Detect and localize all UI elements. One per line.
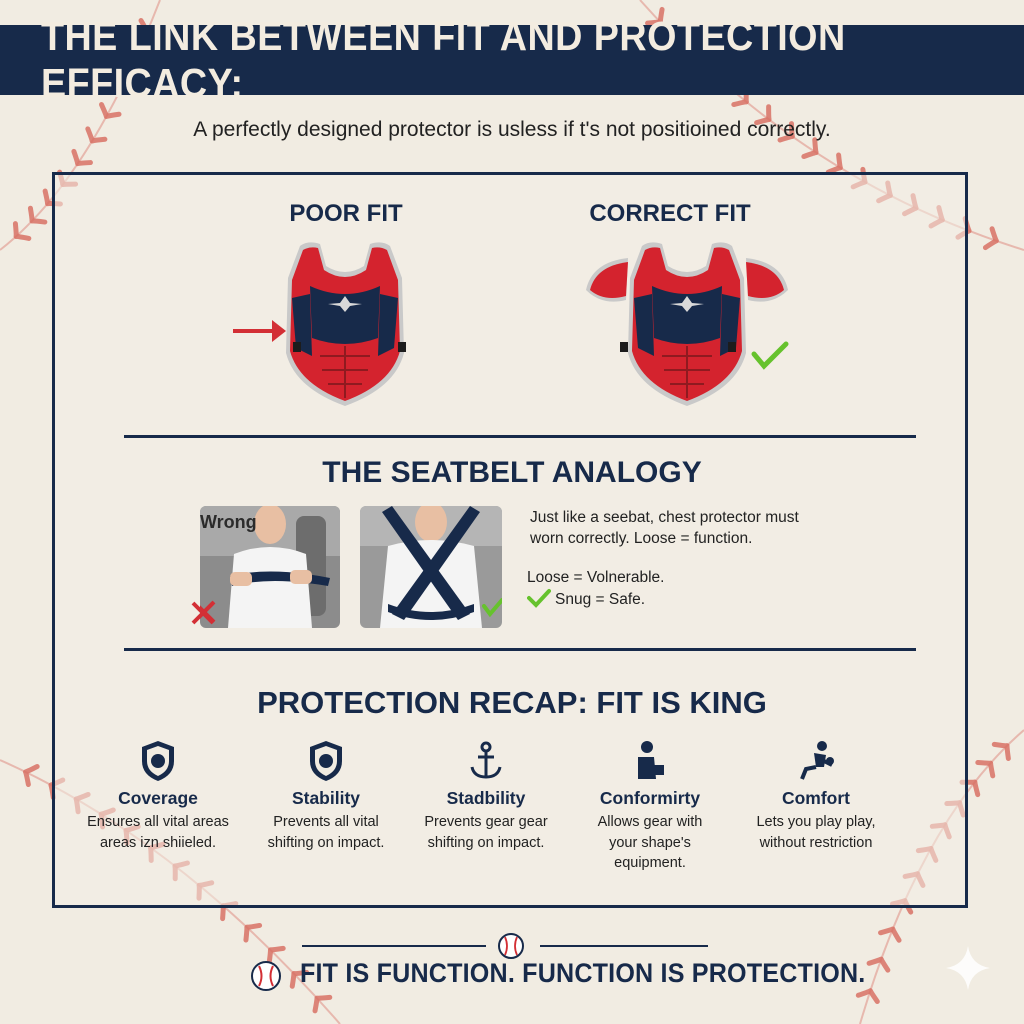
poor-fit-chest-protector [233,242,406,406]
seatbelt-description: Just like a seebat, chest protector must… [530,507,860,549]
divider-top [124,435,916,438]
red-arrow-icon [233,320,286,342]
recap-item-desc-line1: Ensures all vital areas [87,814,229,830]
footer-line-right [540,945,708,947]
recap-item-desc-line1: Prevents gear gear [424,814,548,830]
snug-text: Snug = Safe. [555,591,646,608]
baseball-icon [498,933,524,959]
recap-item-desc-line2: areas izn shiieled. [99,834,217,851]
recap-item-stability: Stability Prevents all vital shifting on… [246,738,406,853]
poor-fit-label: POOR FIT [289,200,403,227]
footer-tagline: FIT IS FUNCTION. FUNCTION IS PROTECTION. [300,958,866,988]
wrong-seatbelt-photo [200,506,340,628]
divider-bottom [124,648,916,651]
recap-item-title: Conformirty [599,788,701,808]
page-title: THE LINK BETWEEN FIT AND PROTECTION EFFI… [40,13,846,106]
recap-item-stadbility: Stadbility Prevents gear gear shifting o… [406,738,566,853]
recap-item-coverage: Coverage Ensures all vital areas areas i… [78,738,238,853]
recap-item-conformity: Conformirty Allows gear with your shape'… [570,738,730,874]
person-sitting-icon [638,741,664,779]
person-moving-icon [800,741,834,780]
correct-fit-label: CORRECT FIT [589,200,751,227]
shield-icon [310,741,342,781]
recap-item-desc-line1: Allows gear with [597,814,703,830]
recap-item-title: Stability [291,788,361,808]
recap-item-desc-line1: Prevents all vital [273,814,379,830]
recap-item-title: Coverage [118,788,198,808]
correct-seatbelt-photo [360,506,502,628]
seatbelt-text-line2: worn correctly. Loose = function. [530,530,753,547]
recap-item-desc-line3: equipment. [614,855,686,871]
recap-item-desc-line2: shifting on impact. [427,834,545,851]
wrong-x-icon [191,601,215,625]
recap-title: PROTECTION RECAP: FIT IS KING [257,685,767,720]
recap-item-title: Comfort [781,788,851,808]
loose-text: Loose = Volnerable. [527,569,665,586]
correct-fit-chest-protector [586,242,789,406]
seatbelt-title: THE SEATBELT ANALOGY [322,456,702,489]
wrong-label: Wrong [200,512,257,532]
recap-item-desc-line2: without restriction [759,834,873,851]
subtitle: A perfectly designed protector is usless… [193,118,831,141]
recap-item-comfort: Comfort Lets you play play, without rest… [736,738,896,853]
seatbelt-text-line1: Just like a seebat, chest protector must [530,509,799,526]
green-check-icon [751,341,789,370]
anchor-icon [470,741,502,779]
shield-icon [142,741,174,781]
baseball-icon [251,961,281,991]
recap-item-desc-line2: shifting on impact. [267,834,385,851]
recap-item-desc-line1: Lets you play play, [756,814,876,830]
snug-check-icon [527,589,551,608]
sparkle-icon [946,946,990,990]
title-banner: THE LINK BETWEEN FIT AND PROTECTION EFFI… [0,13,1024,106]
recap-item-desc-line2: your shape's [609,834,691,851]
recap-item-title: Stadbility [446,788,526,808]
footer-line-left [302,945,486,947]
